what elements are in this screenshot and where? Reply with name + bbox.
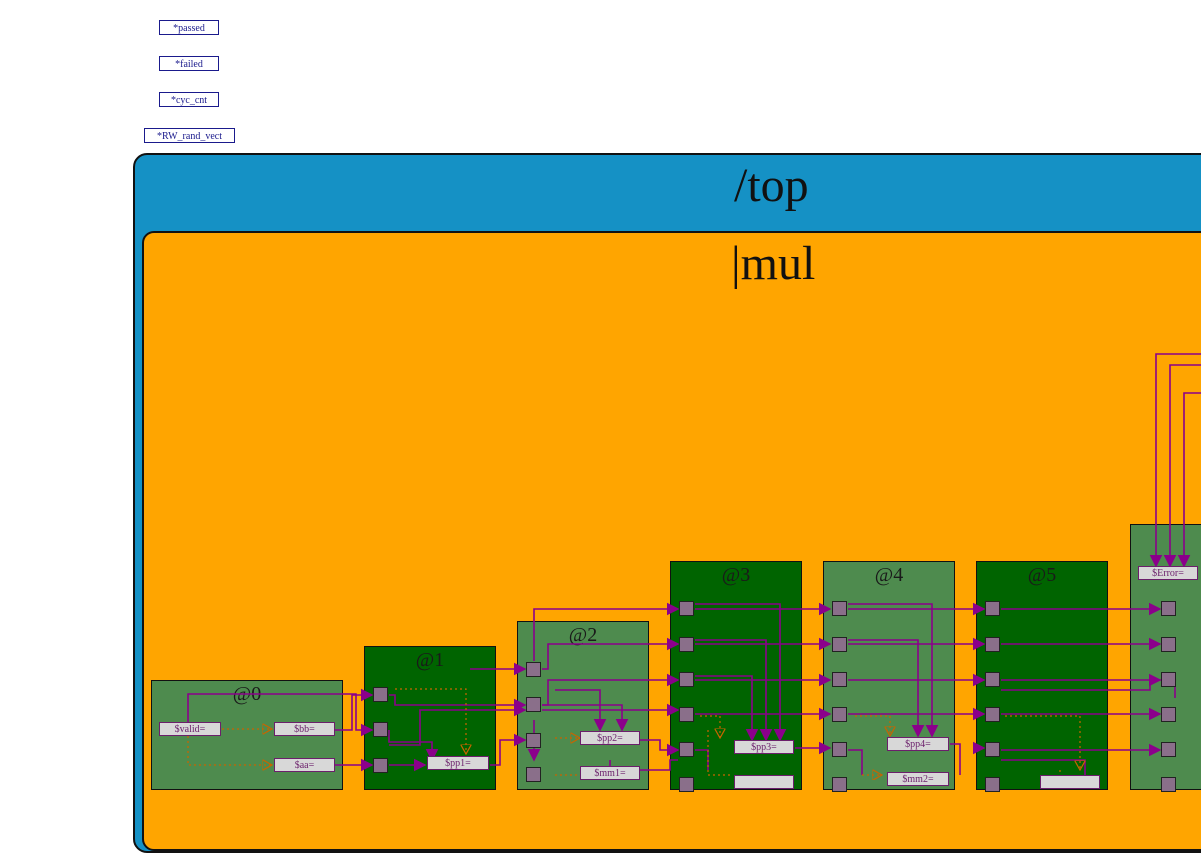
node-s1-a[interactable]: [373, 687, 388, 702]
node-s3-b[interactable]: [679, 637, 694, 652]
pill-mm1[interactable]: $mm1=: [580, 766, 640, 780]
node-s5-b[interactable]: [985, 637, 1000, 652]
node-s3-a[interactable]: [679, 601, 694, 616]
node-s5-d[interactable]: [985, 707, 1000, 722]
node-s3-d[interactable]: [679, 707, 694, 722]
stage-5-label: @5: [1027, 564, 1057, 586]
node-s4-a[interactable]: [832, 601, 847, 616]
pill-pp3[interactable]: $pp3=: [734, 740, 794, 754]
stage-2-label: @2: [568, 624, 598, 646]
pill-mm2[interactable]: $mm2=: [887, 772, 949, 786]
node-s4-c[interactable]: [832, 672, 847, 687]
node-s1-c[interactable]: [373, 758, 388, 773]
pill-mm-stage3[interactable]: [734, 775, 794, 789]
signal-passed[interactable]: *passed: [159, 20, 219, 35]
stage-1-label: @1: [415, 649, 445, 671]
signal-rw-rand-vect[interactable]: *RW_rand_vect: [144, 128, 235, 143]
node-s1-b[interactable]: [373, 722, 388, 737]
signal-failed[interactable]: *failed: [159, 56, 219, 71]
node-s6-c[interactable]: [1161, 672, 1176, 687]
stage-3-label: @3: [721, 564, 751, 586]
pill-valid[interactable]: $valid=: [159, 722, 221, 736]
stage-4-label: @4: [874, 564, 904, 586]
signal-cyc-cnt[interactable]: *cyc_cnt: [159, 92, 219, 107]
node-s4-b[interactable]: [832, 637, 847, 652]
node-s5-c[interactable]: [985, 672, 1000, 687]
wire-layer: [187, 353, 1201, 780]
node-s2-c[interactable]: [526, 733, 541, 748]
pill-aa[interactable]: $aa=: [274, 758, 335, 772]
node-s4-f[interactable]: [832, 777, 847, 792]
pill-pp4[interactable]: $pp4=: [887, 737, 949, 751]
node-s6-a[interactable]: [1161, 601, 1176, 616]
node-s3-e[interactable]: [679, 742, 694, 757]
node-s6-f[interactable]: [1161, 777, 1176, 792]
pipeline-mul-title: |mul: [731, 237, 816, 290]
scope-top-title: /top: [734, 159, 809, 212]
pill-stage5[interactable]: [1040, 775, 1100, 789]
node-s2-b[interactable]: [526, 697, 541, 712]
pill-pp2[interactable]: $pp2=: [580, 731, 640, 745]
node-s3-f[interactable]: [679, 777, 694, 792]
node-s6-d[interactable]: [1161, 707, 1176, 722]
node-s6-e[interactable]: [1161, 742, 1176, 757]
node-s3-c[interactable]: [679, 672, 694, 687]
pill-pp1[interactable]: $pp1=: [427, 756, 489, 770]
node-s5-e[interactable]: [985, 742, 1000, 757]
pill-error[interactable]: $Error=: [1138, 566, 1198, 580]
node-s6-b[interactable]: [1161, 637, 1176, 652]
node-s4-d[interactable]: [832, 707, 847, 722]
pill-bb[interactable]: $bb=: [274, 722, 335, 736]
node-s2-a[interactable]: [526, 662, 541, 677]
node-s4-e[interactable]: [832, 742, 847, 757]
node-s5-f[interactable]: [985, 777, 1000, 792]
node-s5-a[interactable]: [985, 601, 1000, 616]
